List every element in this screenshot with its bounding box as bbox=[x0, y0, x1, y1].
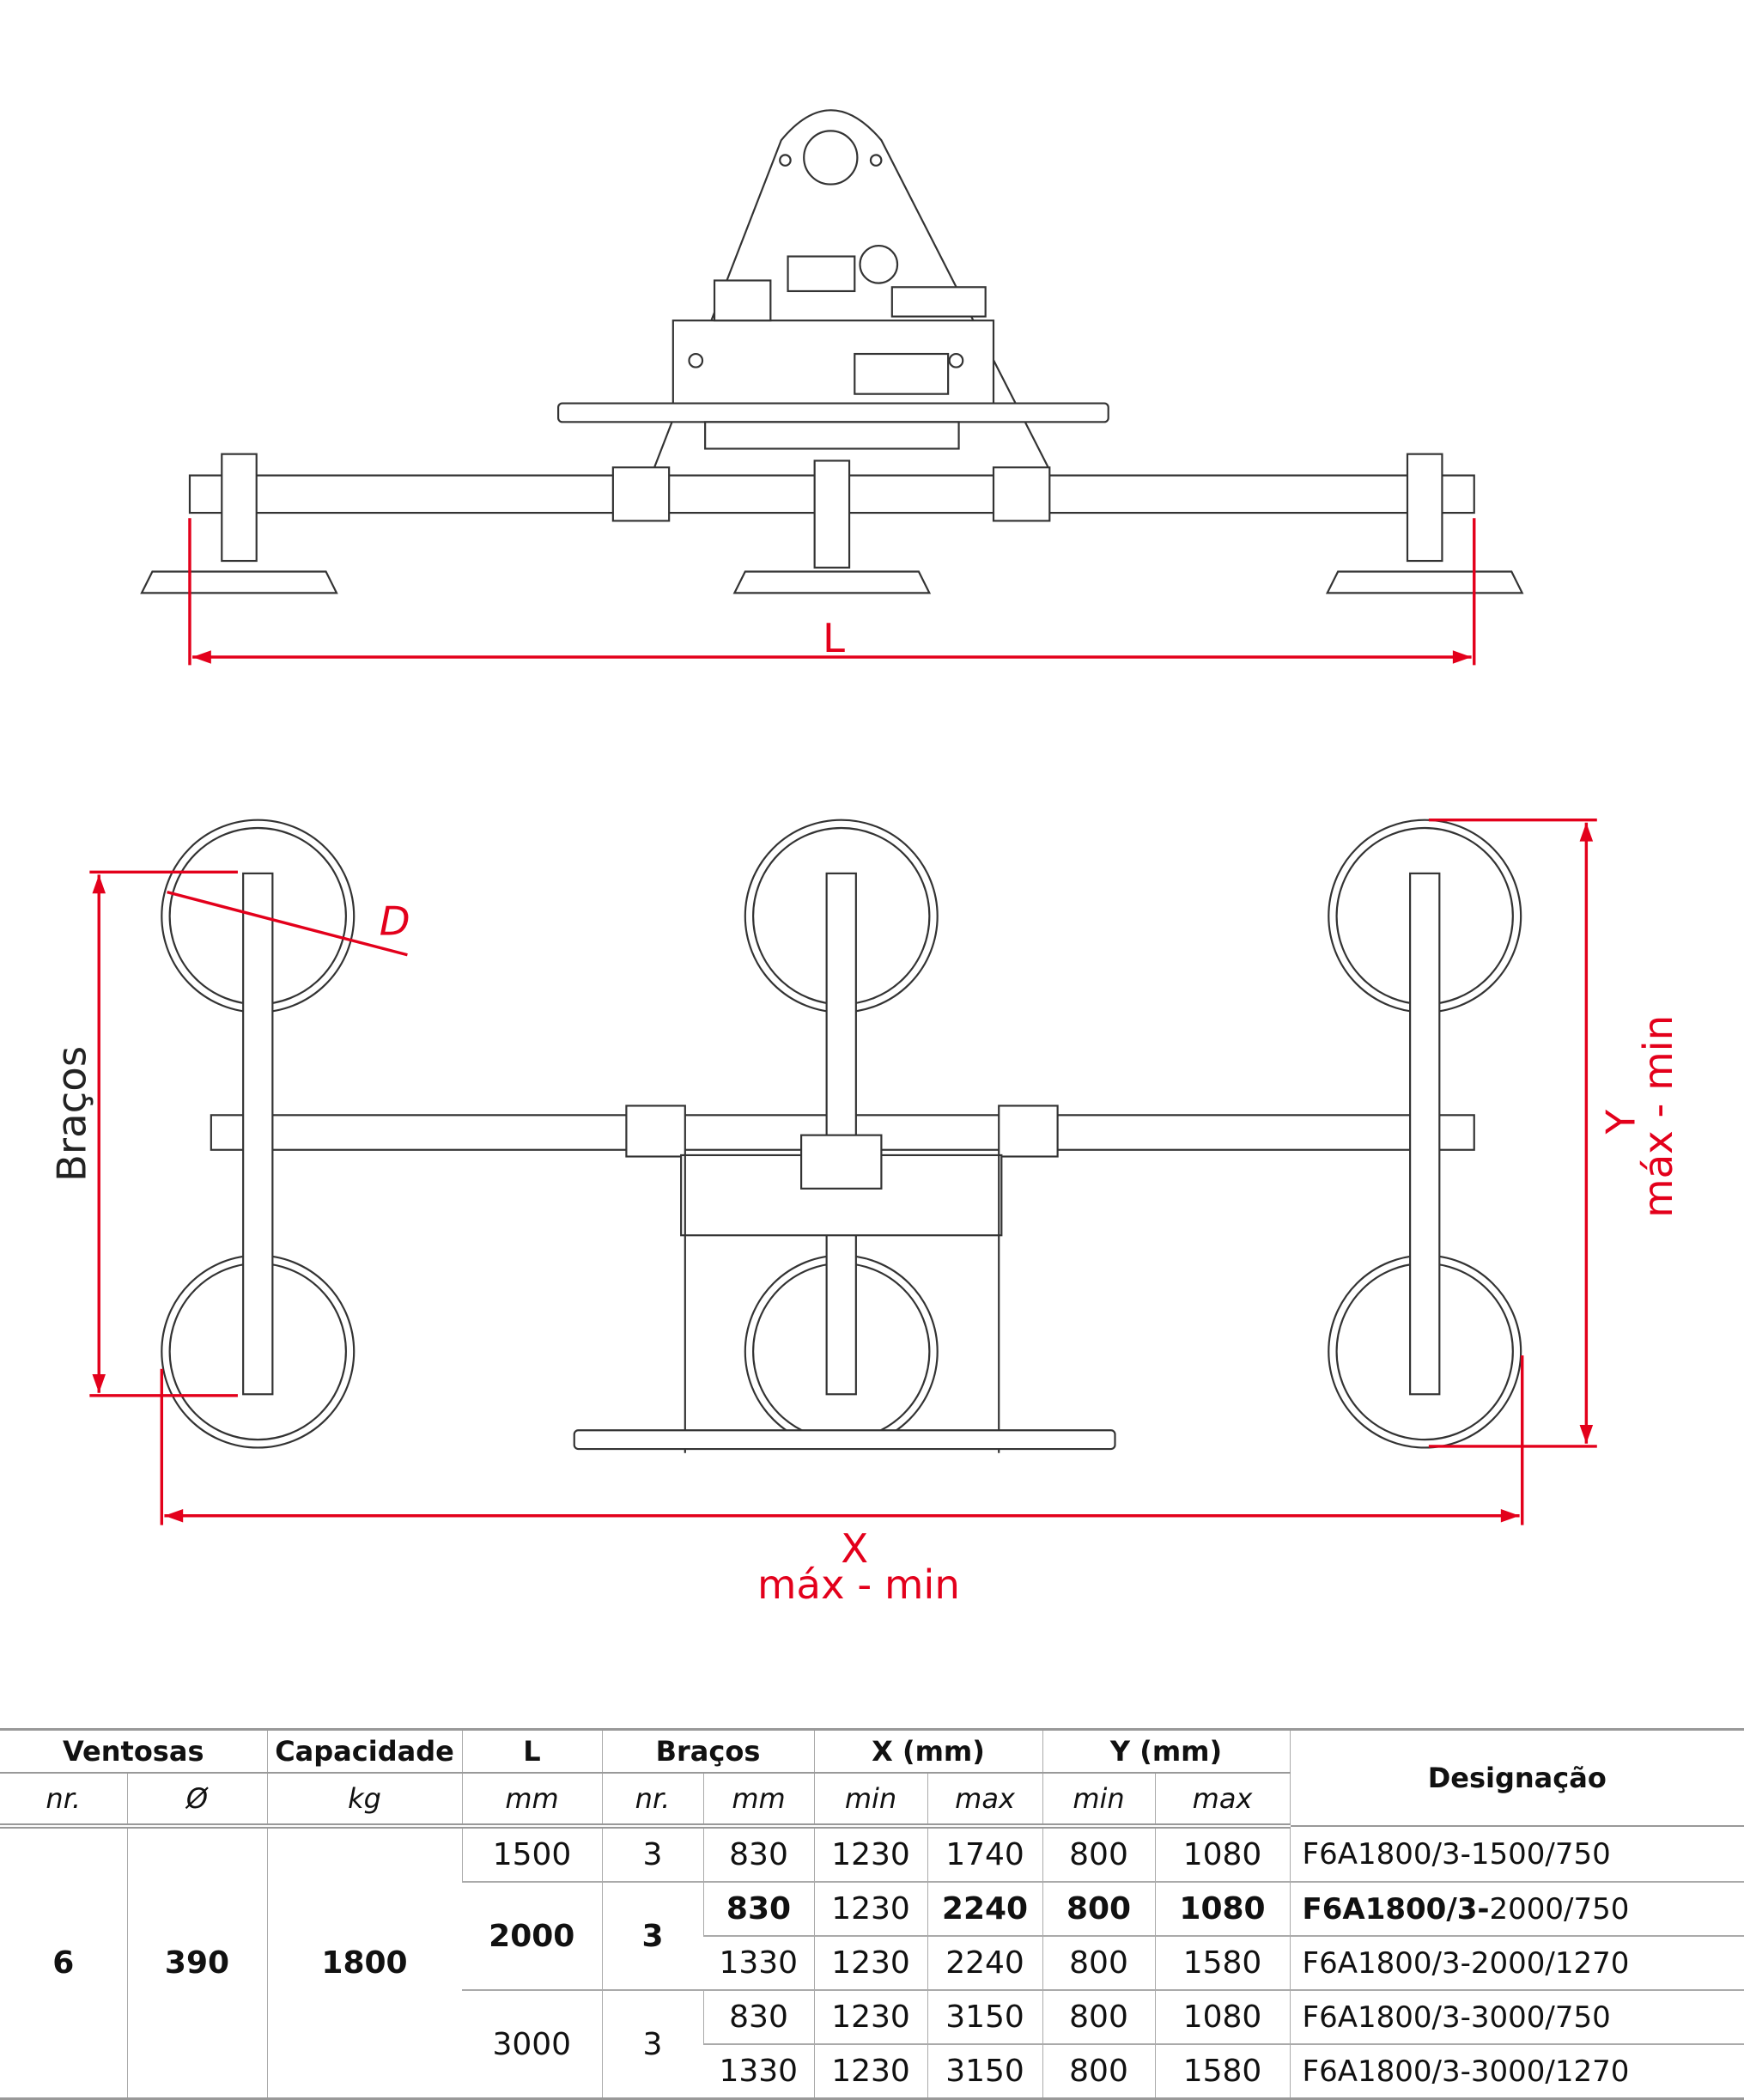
x-min: 1230 bbox=[813, 1936, 928, 1991]
x-min: 1230 bbox=[813, 2044, 928, 2100]
table-row: 3000 3 830 1230 3150 800 1080 F6A1800/3-… bbox=[0, 1990, 1744, 2100]
dimension-bracos: Braços bbox=[49, 870, 238, 1397]
unit-header: nr. bbox=[0, 1773, 127, 1829]
header-ventosas: Ventosas bbox=[0, 1728, 267, 1774]
y-max: 1080 bbox=[1154, 1826, 1291, 1883]
dimension-L: L bbox=[188, 518, 1476, 666]
y-max: 1580 bbox=[1154, 2044, 1291, 2100]
dimension-Y-sublabel: máx - min bbox=[1635, 1015, 1681, 1218]
suction-cup-center bbox=[732, 460, 932, 594]
designacao: F6A1800/3-2000/1270 bbox=[1289, 1936, 1744, 1991]
dimension-L-label: L bbox=[823, 615, 845, 661]
unit-header: min bbox=[813, 1773, 928, 1829]
designacao-rest: 2000/750 bbox=[1489, 1891, 1630, 1927]
unit-header: Ø bbox=[126, 1773, 267, 1829]
bracos-nr: 3 bbox=[601, 1882, 703, 1991]
header-x: X (mm) bbox=[813, 1728, 1043, 1774]
y-min: 800 bbox=[1042, 1936, 1156, 1991]
specifications-table: Ventosas Capacidade L Braços X (mm) Y (m… bbox=[0, 1728, 1744, 2100]
x-max: 3150 bbox=[927, 2044, 1043, 2100]
l-value: 2000 bbox=[462, 1882, 602, 1991]
bracos-mm: 830 bbox=[702, 1882, 815, 1937]
bracos-mm: 1330 bbox=[703, 1936, 815, 1991]
header-y: Y (mm) bbox=[1042, 1728, 1291, 1774]
designacao: F6A1800/3-3000/750 bbox=[1289, 1990, 1744, 2045]
capacidade: 1800 bbox=[266, 1826, 462, 2100]
y-min: 800 bbox=[1042, 2044, 1156, 2100]
y-min: 800 bbox=[1042, 1990, 1156, 2045]
bracos-nr: 3 bbox=[601, 1826, 703, 1883]
designacao: F6A1800/3-3000/1270 bbox=[1289, 2044, 1744, 2100]
x-max: 2240 bbox=[927, 1936, 1043, 1991]
dimension-D-label: D bbox=[380, 898, 410, 944]
l-value: 1500 bbox=[461, 1826, 602, 1883]
ventosas-nr: 6 bbox=[0, 1826, 127, 2100]
dimension-X: X máx - min bbox=[160, 1355, 1524, 1608]
ventosas-diameter: 390 bbox=[126, 1826, 267, 2100]
unit-header: max bbox=[1154, 1773, 1291, 1829]
technical-drawing: L D Braços bbox=[49, 109, 1681, 1608]
bracos-mm: 830 bbox=[702, 1826, 815, 1883]
l-value: 3000 bbox=[462, 1990, 602, 2100]
dimension-Y: Y máx - min bbox=[1428, 818, 1681, 1448]
header-L: L bbox=[461, 1728, 602, 1774]
dimension-Y-label: Y bbox=[1597, 1109, 1644, 1135]
unit-header: nr. bbox=[601, 1773, 703, 1829]
dimension-bracos-label: Braços bbox=[49, 1046, 95, 1182]
x-min: 1230 bbox=[813, 1882, 928, 1937]
x-max: 2240 bbox=[927, 1882, 1043, 1937]
y-max: 1080 bbox=[1154, 1882, 1291, 1937]
x-min: 1230 bbox=[813, 1990, 928, 2045]
x-min: 1230 bbox=[813, 1826, 928, 1883]
header-capacidade: Capacidade bbox=[266, 1728, 462, 1774]
side-view: L bbox=[140, 109, 1524, 666]
dimension-D: D bbox=[167, 890, 410, 957]
y-min: 800 bbox=[1042, 1826, 1156, 1883]
designacao: F6A1800/3-2000/750 bbox=[1289, 1882, 1744, 1937]
unit-header: mm bbox=[702, 1773, 815, 1829]
unit-header: mm bbox=[461, 1773, 602, 1829]
designacao: F6A1800/3-1500/750 bbox=[1289, 1826, 1744, 1883]
x-max: 3150 bbox=[927, 1990, 1043, 2045]
y-min: 800 bbox=[1042, 1882, 1156, 1937]
table-row: 1330 1230 2240 800 1580 F6A1800/3-2000/1… bbox=[0, 1936, 1744, 1991]
bracos-nr: 3 bbox=[601, 1990, 703, 2100]
dimension-X-sublabel: máx - min bbox=[757, 1561, 960, 1608]
unit-header: max bbox=[927, 1773, 1043, 1829]
header-bracos: Braços bbox=[601, 1728, 815, 1774]
y-max: 1080 bbox=[1154, 1990, 1291, 2045]
y-max: 1580 bbox=[1154, 1936, 1291, 1991]
bracos-mm: 830 bbox=[702, 1990, 815, 2045]
table-row: 6 390 1800 1500 3 830 1230 1740 800 1080… bbox=[0, 1826, 1744, 2100]
dimension-X-label: X bbox=[841, 1525, 868, 1572]
header-designacao: Designação bbox=[1289, 1728, 1744, 1827]
table-row: 2000 3 830 1230 2240 800 1080 F6A1800/3-… bbox=[0, 1882, 1744, 1991]
unit-header: min bbox=[1042, 1773, 1156, 1829]
bracos-mm: 1330 bbox=[703, 2044, 815, 2100]
designacao-bold: F6A1800/3- bbox=[1302, 1891, 1490, 1927]
top-view: D Braços Y máx - min X máx - min bbox=[49, 818, 1681, 1608]
unit-header: kg bbox=[266, 1773, 462, 1829]
x-max: 1740 bbox=[927, 1826, 1043, 1883]
